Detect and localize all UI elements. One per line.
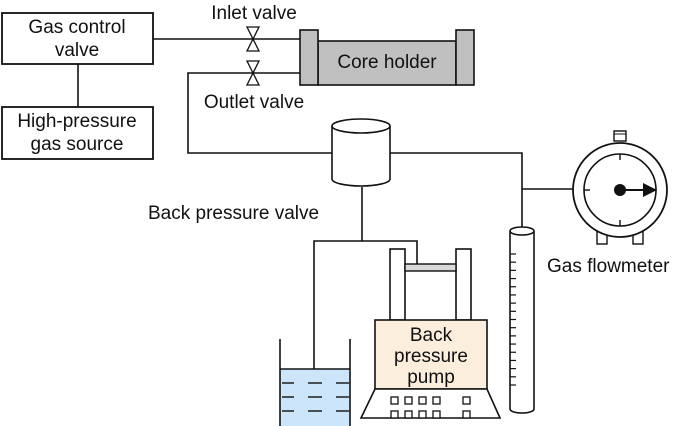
pipe-outlet-to-bpv (187, 72, 332, 154)
cylinder-ticks (510, 253, 516, 386)
outlet-valve-icon (245, 60, 261, 86)
pipes (77, 38, 574, 370)
gas-flowmeter-icon (572, 130, 668, 245)
back-pressure-pump: Back pressure pump (359, 248, 502, 419)
back-pressure-valve-label: Back pressure valve (148, 203, 319, 224)
pump-base (359, 388, 502, 419)
pipe-bpv-to-cylinder (390, 152, 523, 230)
pump-label-2: pressure (394, 346, 468, 367)
pipe-bpv-to-water (313, 187, 363, 370)
gas-control-valve-label-1: Gas control (28, 17, 125, 38)
core-holder-right-cap (455, 29, 475, 86)
pump-crossbar (404, 263, 457, 272)
pump-right-column (455, 248, 472, 321)
gas-flowmeter-label: Gas flowmeter (547, 256, 670, 277)
gas-source-label-2: gas source (31, 134, 124, 155)
core-holder-body (317, 40, 457, 86)
pipe-bpv-to-pump (362, 240, 418, 265)
core-holder: Core holder (299, 29, 475, 86)
gas-control-valve-box: Gas control valve (1, 12, 154, 65)
graduated-cylinder-icon (509, 226, 535, 414)
pump-label-1: Back (410, 325, 453, 346)
inlet-valve-icon (245, 26, 261, 52)
gas-source-label-1: High-pressure (17, 111, 136, 132)
pump-left-column (389, 248, 406, 321)
core-holder-left-cap (299, 29, 319, 86)
core-holder-label: Core holder (337, 52, 437, 73)
water-container-icon (279, 339, 351, 426)
gas-source-box: High-pressure gas source (1, 106, 154, 160)
pump-buttons (390, 396, 471, 419)
pump-body (374, 319, 488, 390)
pump-label-3: pump (407, 367, 455, 388)
outlet-valve-label: Outlet valve (204, 92, 304, 113)
inlet-valve-label: Inlet valve (211, 3, 297, 24)
back-pressure-valve-icon (331, 118, 391, 187)
gas-control-valve-label-2: valve (55, 40, 99, 61)
